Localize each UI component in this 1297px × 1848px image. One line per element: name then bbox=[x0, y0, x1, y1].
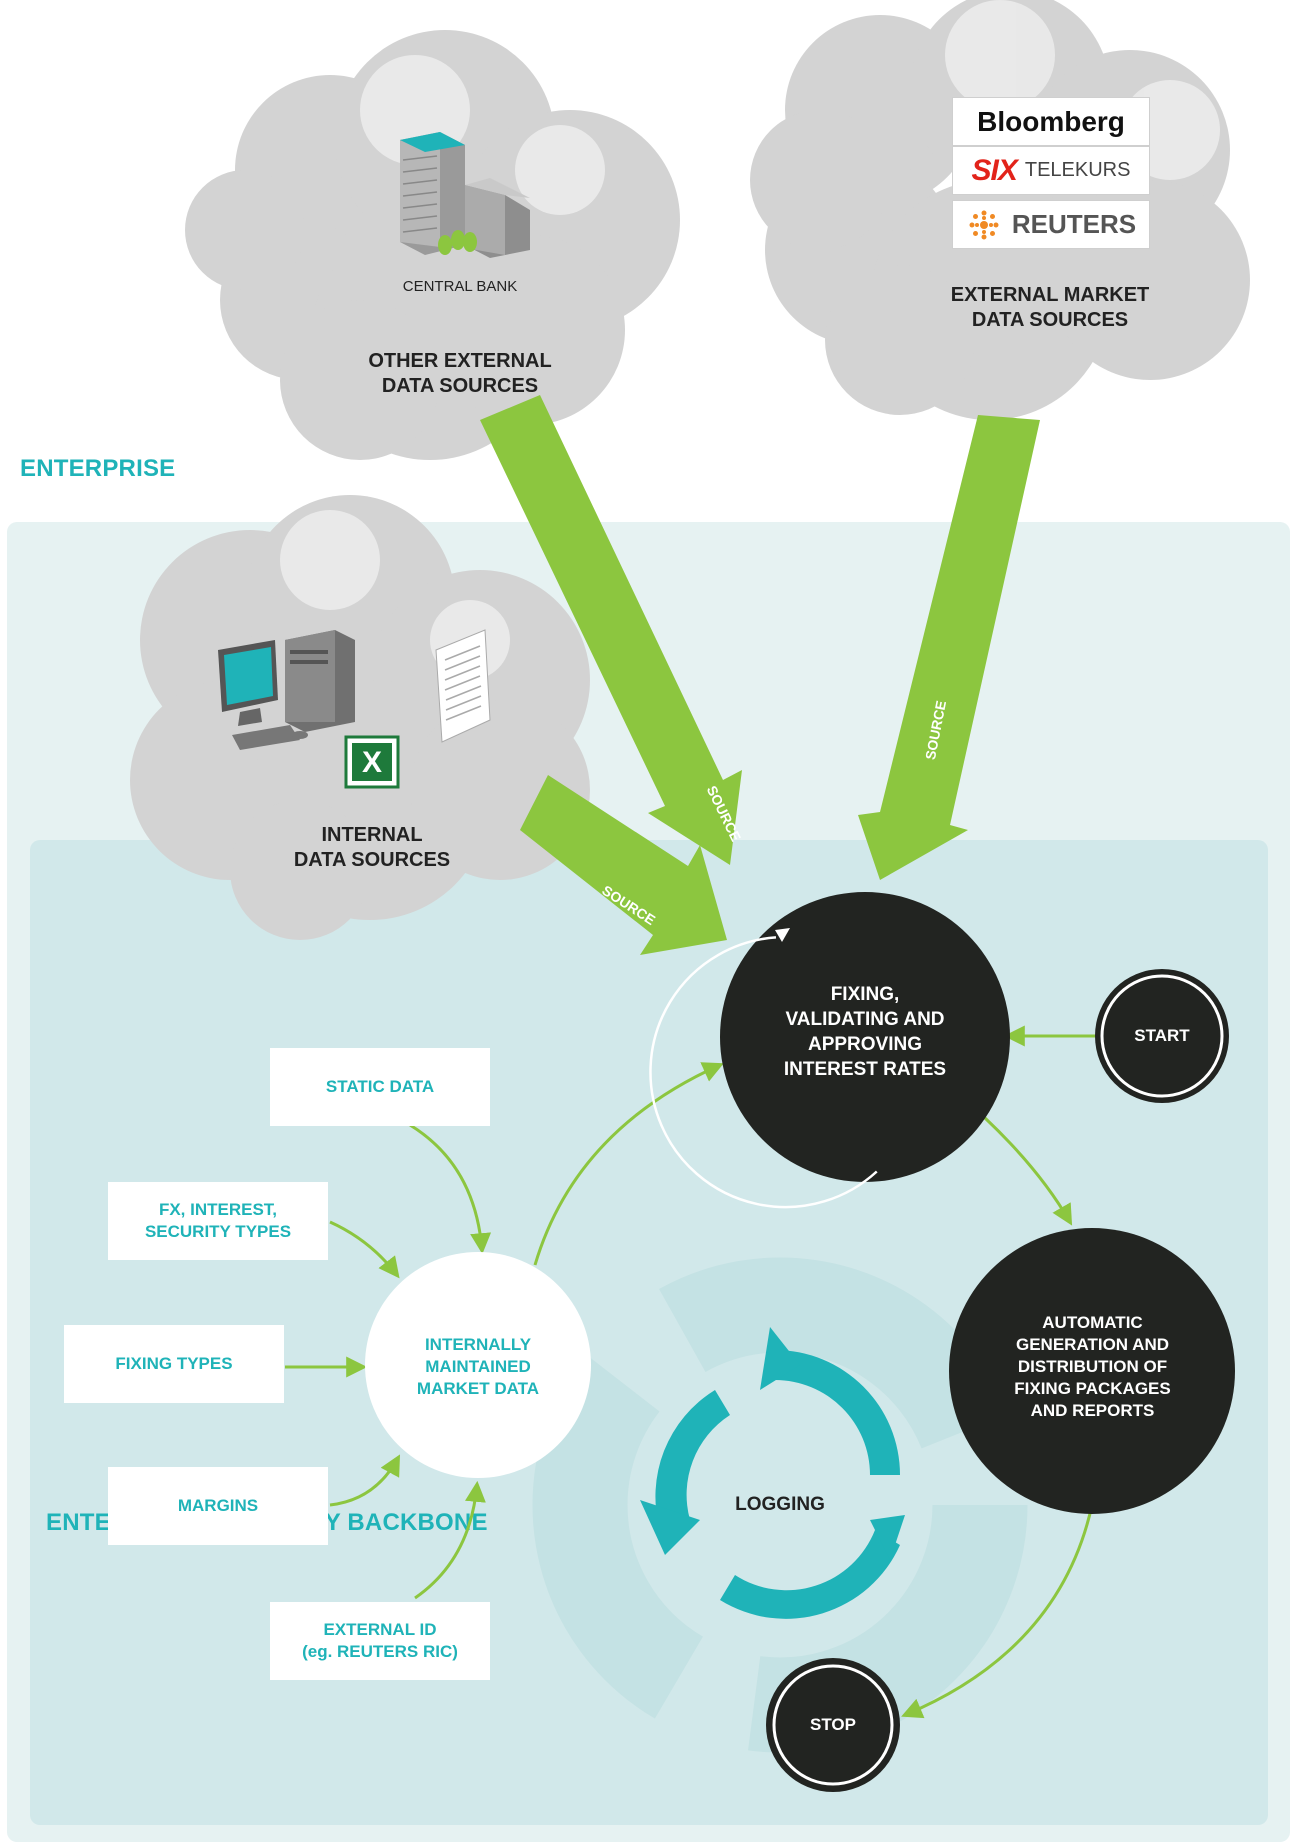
external-market-title-line2: DATA SOURCES bbox=[971, 309, 1129, 331]
internal-market-text: INTERNALLY MAINTAINED MARKET DATA bbox=[385, 1334, 571, 1400]
fixing-types-label: FIXING TYPES bbox=[115, 1354, 233, 1373]
bloomberg-wordmark: Bloomberg bbox=[977, 105, 1125, 137]
automatic-circle bbox=[949, 1228, 1235, 1514]
source-arrow-other-external bbox=[480, 395, 742, 865]
other-external-title-line2: DATA SOURCES bbox=[381, 375, 539, 397]
market-to-fixing-arrow bbox=[533, 1062, 724, 1266]
six-telekurs-logo: SIX TELEKURS bbox=[952, 146, 1150, 195]
flow-connectors bbox=[285, 1025, 1095, 1719]
enterprise-title: ENTERPRISE bbox=[20, 455, 176, 482]
automatic-to-stop-arrow bbox=[901, 1504, 1094, 1719]
fixing-circle-text: FIXING, VALIDATING AND APPROVING INTERES… bbox=[750, 982, 980, 1082]
fx-interest-box: FX, INTEREST, SECURITY TYPES bbox=[108, 1182, 328, 1260]
margins-box: MARGINS bbox=[108, 1467, 328, 1545]
external-id-line1: EXTERNAL ID bbox=[323, 1620, 437, 1639]
start-label: START bbox=[1134, 1026, 1190, 1045]
fixing-line4: INTEREST RATES bbox=[783, 1059, 947, 1080]
start-circle bbox=[1095, 969, 1229, 1103]
automatic-line2: GENERATION AND bbox=[1016, 1335, 1169, 1354]
fixing-line3: APPROVING bbox=[807, 1034, 923, 1055]
margins-to-market-arrow bbox=[329, 1454, 401, 1507]
fx-to-market-arrow bbox=[329, 1220, 400, 1279]
svg-text:X: X bbox=[362, 746, 382, 779]
fixing-circle bbox=[649, 892, 1010, 1209]
stop-circle bbox=[766, 1658, 900, 1792]
logging-label: LOGGING bbox=[735, 1494, 825, 1515]
fixing-line2: VALIDATING AND bbox=[785, 1009, 945, 1030]
static-data-box: STATIC DATA bbox=[270, 1048, 490, 1126]
external-id-box: EXTERNAL ID (eg. REUTERS RIC) bbox=[270, 1602, 490, 1680]
logging-cycle bbox=[640, 1327, 905, 1619]
computer-icon bbox=[218, 630, 355, 750]
fixing-types-box: FIXING TYPES bbox=[64, 1325, 284, 1403]
source-arrow-internal bbox=[520, 775, 727, 955]
fixing-to-automatic-arrow bbox=[983, 1116, 1073, 1226]
source-arrow-external-market bbox=[858, 415, 1040, 880]
stop-label: STOP bbox=[810, 1715, 856, 1734]
internal-market-line3: MARKET DATA bbox=[416, 1379, 540, 1398]
excel-icon: X bbox=[344, 735, 400, 789]
fx-interest-line2: SECURITY TYPES bbox=[144, 1222, 292, 1241]
internal-title-line1: INTERNAL bbox=[321, 824, 423, 846]
automatic-circle-text: AUTOMATIC GENERATION AND DISTRIBUTION OF… bbox=[985, 1312, 1200, 1422]
telekurs-wordmark: TELEKURS bbox=[1024, 159, 1131, 181]
static-data-label: STATIC DATA bbox=[325, 1077, 435, 1096]
external-id-to-market-arrow bbox=[414, 1480, 486, 1600]
external-id-line2: (eg. REUTERS RIC) bbox=[302, 1642, 458, 1661]
external-market-title: EXTERNAL MARKET DATA SOURCES bbox=[920, 283, 1180, 333]
six-logo-icon: SIX bbox=[971, 153, 1018, 187]
other-external-title: OTHER EXTERNAL DATA SOURCES bbox=[340, 349, 580, 399]
fixing-line1: FIXING, bbox=[830, 984, 900, 1005]
fx-interest-line1: FX, INTEREST, bbox=[158, 1200, 278, 1219]
internal-market-line1: INTERNALLY bbox=[424, 1335, 532, 1354]
automatic-line5: AND REPORTS bbox=[1030, 1401, 1155, 1420]
automatic-line1: AUTOMATIC bbox=[1042, 1313, 1143, 1332]
reuters-wordmark: REUTERS bbox=[1011, 209, 1137, 239]
reuters-logo-icon bbox=[969, 210, 999, 239]
static-to-market-arrow bbox=[409, 1123, 492, 1255]
document-icon bbox=[435, 629, 491, 743]
building-icon bbox=[400, 132, 530, 258]
internal-market-circle bbox=[365, 1252, 591, 1478]
margins-label: MARGINS bbox=[177, 1496, 259, 1515]
automatic-line4: FIXING PACKAGES bbox=[1014, 1379, 1171, 1398]
other-external-title-line1: OTHER EXTERNAL bbox=[368, 350, 552, 372]
automatic-line3: DISTRIBUTION OF bbox=[1017, 1357, 1168, 1376]
bloomberg-logo: Bloomberg bbox=[952, 97, 1150, 146]
reuters-logo: REUTERS bbox=[952, 200, 1150, 249]
central-bank-caption: CENTRAL BANK bbox=[402, 278, 518, 295]
external-market-title-line1: EXTERNAL MARKET bbox=[950, 284, 1150, 306]
internal-title: INTERNAL DATA SOURCES bbox=[262, 823, 482, 873]
internal-title-line2: DATA SOURCES bbox=[293, 849, 451, 871]
internal-market-line2: MAINTAINED bbox=[425, 1357, 531, 1376]
